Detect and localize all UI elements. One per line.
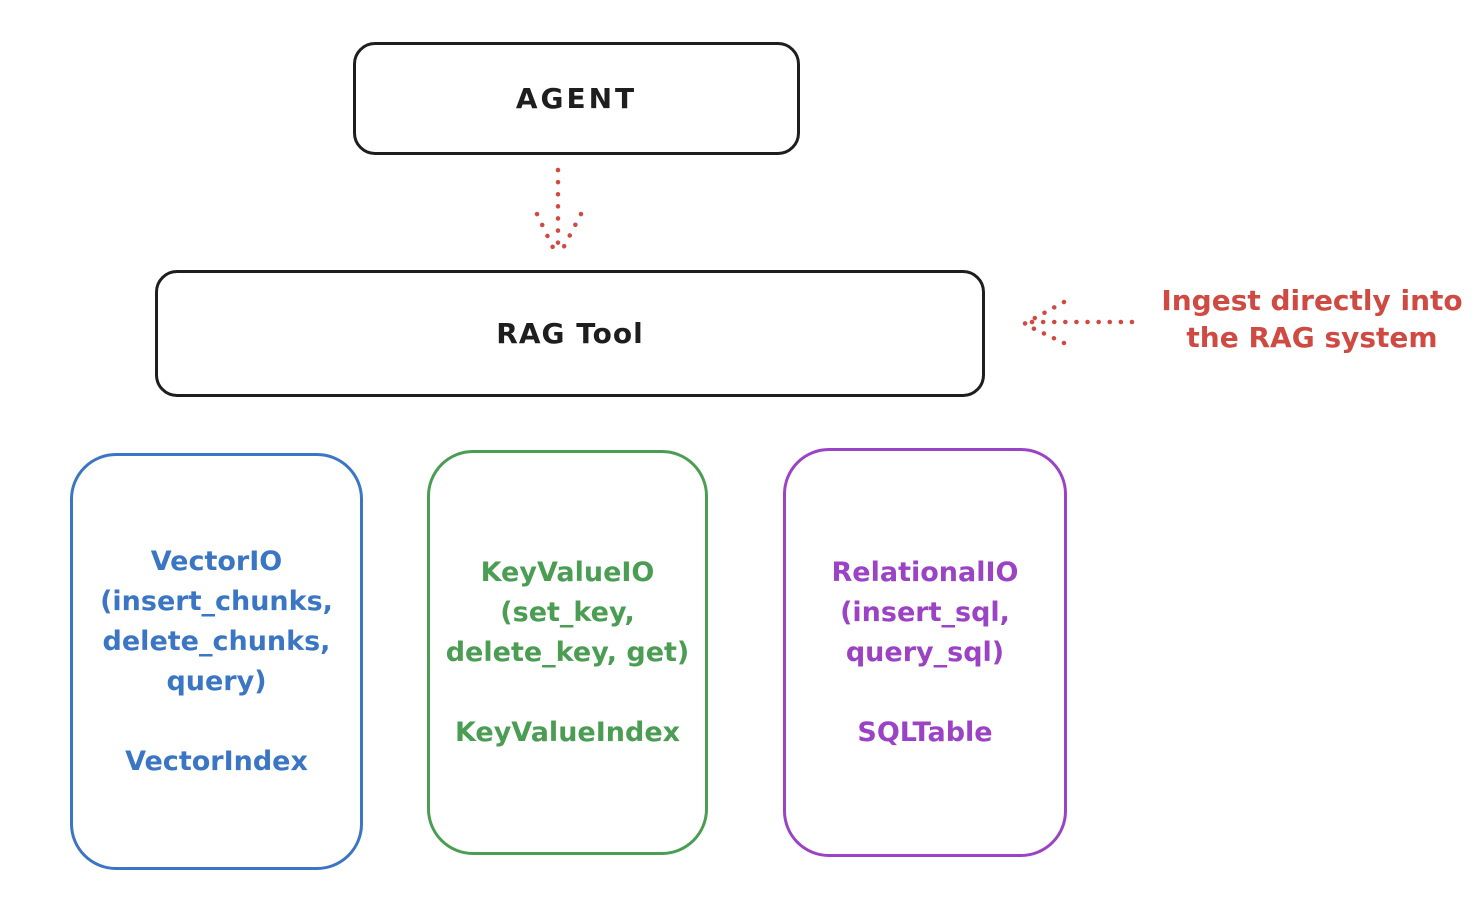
ingest-annotation-line1: Ingest directly into <box>1161 284 1463 317</box>
agent-node-label: AGENT <box>515 82 638 115</box>
keyvalueio-index-label: KeyValueIndex <box>454 716 681 748</box>
relationalio-index-label: SQLTable <box>857 716 993 748</box>
ingest-annotation-line2: the RAG system <box>1186 321 1438 354</box>
vectorio-methods-line: (insert_chunks, <box>100 585 333 617</box>
vectorio-backend-node: VectorIO (insert_chunks, delete_chunks, … <box>70 453 363 870</box>
keyvalueio-methods-line: (set_key, <box>500 596 635 628</box>
relationalio-backend-node: RelationalIO (insert_sql, query_sql) SQL… <box>783 448 1067 857</box>
ingest-annotation: Ingest directly into the RAG system <box>1140 282 1484 356</box>
rag-tool-node-label: RAG Tool <box>496 317 644 350</box>
rag-tool-node: RAG Tool <box>155 270 985 397</box>
agent-to-rag-arrow <box>534 167 584 259</box>
relationalio-methods-line: query_sql) <box>845 636 1005 668</box>
annotation-to-rag-arrow <box>1021 299 1135 346</box>
vectorio-index-label: VectorIndex <box>125 745 308 777</box>
keyvalueio-methods-line: delete_key, get) <box>445 636 690 668</box>
vectorio-methods-line: query) <box>166 665 267 697</box>
relationalio-title-line: RelationalIO <box>831 556 1019 588</box>
vectorio-title-line: VectorIO <box>150 545 283 577</box>
relationalio-methods-line: (insert_sql, <box>840 596 1010 628</box>
keyvalueio-title-line: KeyValueIO <box>480 556 655 588</box>
keyvalueio-backend-node: KeyValueIO (set_key, delete_key, get) Ke… <box>427 450 708 855</box>
agent-node: AGENT <box>353 42 800 155</box>
vectorio-methods-line: delete_chunks, <box>102 625 331 657</box>
